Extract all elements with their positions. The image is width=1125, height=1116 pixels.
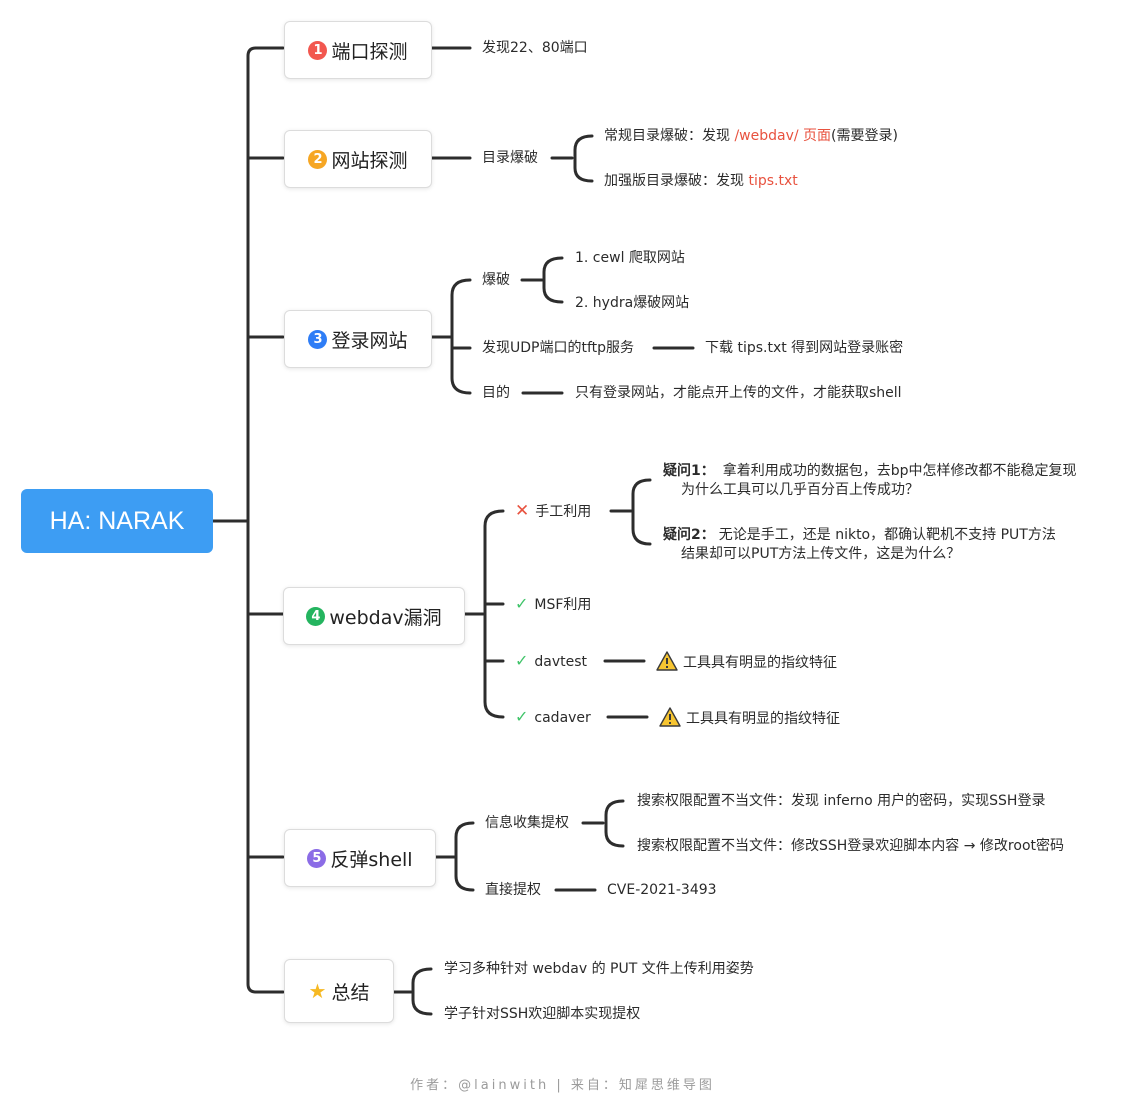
branch-port-scan[interactable]: 1 端口探测 [284,21,432,79]
manual-node[interactable]: ✕手工利用 [515,501,592,521]
branch-title: 反弹shell [330,848,413,871]
summary-item-1[interactable]: 学习多种针对 webdav 的 PUT 文件上传利用姿势 [444,961,754,977]
msf-node[interactable]: ✓MSF利用 [515,594,592,613]
branch-title: 网站探测 [331,149,408,172]
udp-result[interactable]: 下载 tips.txt 得到网站登录账密 [705,340,904,356]
number-badge: 2 [308,149,328,169]
tips-highlight: tips.txt [748,173,798,189]
footer-credit: 作者：@lainwith | 来自：知犀思维导图 [410,1078,715,1093]
branch-summary[interactable]: ★ 总结 [284,959,394,1023]
hydra-node[interactable]: 2. hydra爆破网站 [575,295,690,311]
cross-icon: ✕ [515,501,530,521]
root-node[interactable]: HA: NARAK [21,489,213,553]
davtest-node[interactable]: ✓davtest [515,651,588,670]
question-1[interactable]: 疑问1：拿着利用成功的数据包，去bp中怎样修改都不能稳定复现 [663,463,1077,479]
port-finding[interactable]: 发现22、80端口 [482,40,588,56]
check-icon: ✓ [515,651,529,670]
cadaver-note[interactable]: 工具具有明显的指纹特征 [659,707,840,729]
cve-node[interactable]: CVE-2021-3493 [607,882,717,898]
question-1-line2: 为什么工具可以几乎百分百上传成功？ [681,482,919,498]
cewl-node[interactable]: 1. cewl 爬取网站 [575,250,685,266]
normal-dir-brute[interactable]: 常规目录爆破：发现 /webdav/ 页面(需要登录) [604,128,898,144]
dir-brute[interactable]: 目录爆破 [482,150,538,166]
enhanced-dir-brute[interactable]: 加强版目录爆破：发现 tips.txt [604,173,798,189]
branch-reverse-shell[interactable]: 5 反弹shell [284,829,436,887]
number-badge: 3 [308,329,328,349]
summary-item-2[interactable]: 学子针对SSH欢迎脚本实现提权 [444,1006,641,1022]
check-icon: ✓ [515,594,529,613]
direct-privesc-node[interactable]: 直接提权 [485,882,541,898]
warning-icon [659,707,681,727]
question-2-line2: 结果却可以PUT方法上传文件，这是为什么？ [681,546,961,562]
info-gather-node[interactable]: 信息收集提权 [485,815,569,831]
check-icon: ✓ [515,707,529,726]
number-badge: 5 [307,848,327,868]
number-badge: 1 [308,40,328,60]
number-badge: 4 [306,606,326,626]
goal-text[interactable]: 只有登录网站，才能点开上传的文件，才能获取shell [575,385,902,401]
davtest-note[interactable]: 工具具有明显的指纹特征 [656,651,837,673]
branch-site-scan[interactable]: 2 网站探测 [284,130,432,188]
goal-node[interactable]: 目的 [482,385,510,401]
info-gather-2[interactable]: 搜索权限配置不当文件：修改SSH登录欢迎脚本内容 → 修改root密码 [637,838,1064,854]
branch-webdav[interactable]: 4 webdav漏洞 [283,587,465,645]
branch-title: webdav漏洞 [329,606,442,629]
warning-icon [656,651,678,671]
info-gather-1[interactable]: 搜索权限配置不当文件：发现 inferno 用户的密码，实现SSH登录 [637,793,1046,809]
branch-title: 登录网站 [331,329,408,352]
brute-node[interactable]: 爆破 [482,272,510,288]
star-icon: ★ [308,979,327,1003]
cadaver-node[interactable]: ✓cadaver [515,707,591,726]
udp-node[interactable]: 发现UDP端口的tftp服务 [482,340,635,356]
branch-login[interactable]: 3 登录网站 [284,310,432,368]
branch-title: 端口探测 [331,40,408,63]
branch-title: 总结 [331,981,370,1004]
question-2[interactable]: 疑问2：无论是手工，还是 nikto，都确认靶机不支持 PUT方法 [663,527,1056,543]
webdav-highlight: /webdav/ 页面 [734,128,832,144]
